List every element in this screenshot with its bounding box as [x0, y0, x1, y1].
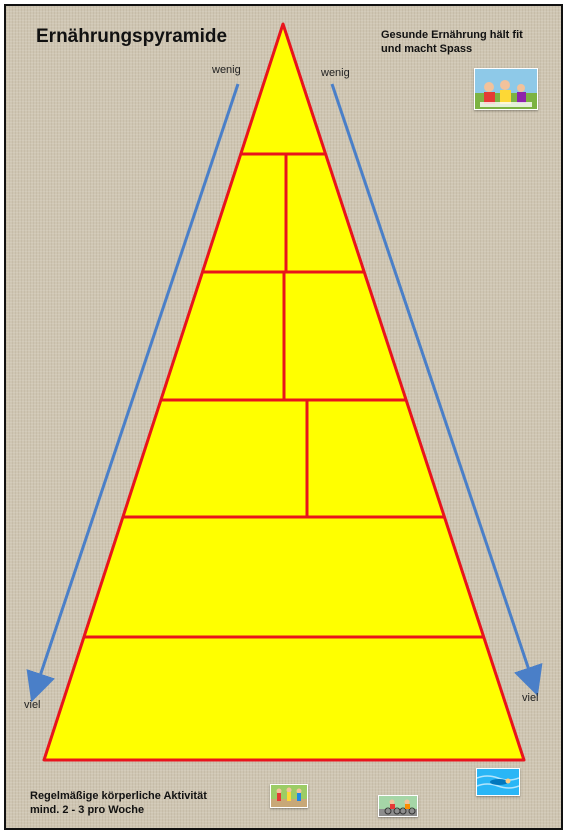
arrow-right-bottom-label: viel	[522, 692, 539, 704]
cyclists-photo	[378, 795, 418, 817]
runners-photo	[270, 784, 308, 808]
activity-note: Regelmäßige körperliche Aktivität mind. …	[30, 789, 290, 817]
nutrition-pyramid-poster: Ernährungspyramide Gesunde Ernährung häl…	[4, 4, 563, 830]
arrow-right-top-label: wenig	[321, 67, 350, 79]
swimmer-photo	[476, 768, 520, 796]
arrow-left-top-label: wenig	[212, 64, 241, 76]
arrow-left-bottom-label: viel	[24, 699, 41, 711]
pyramid-diagram	[6, 6, 565, 832]
